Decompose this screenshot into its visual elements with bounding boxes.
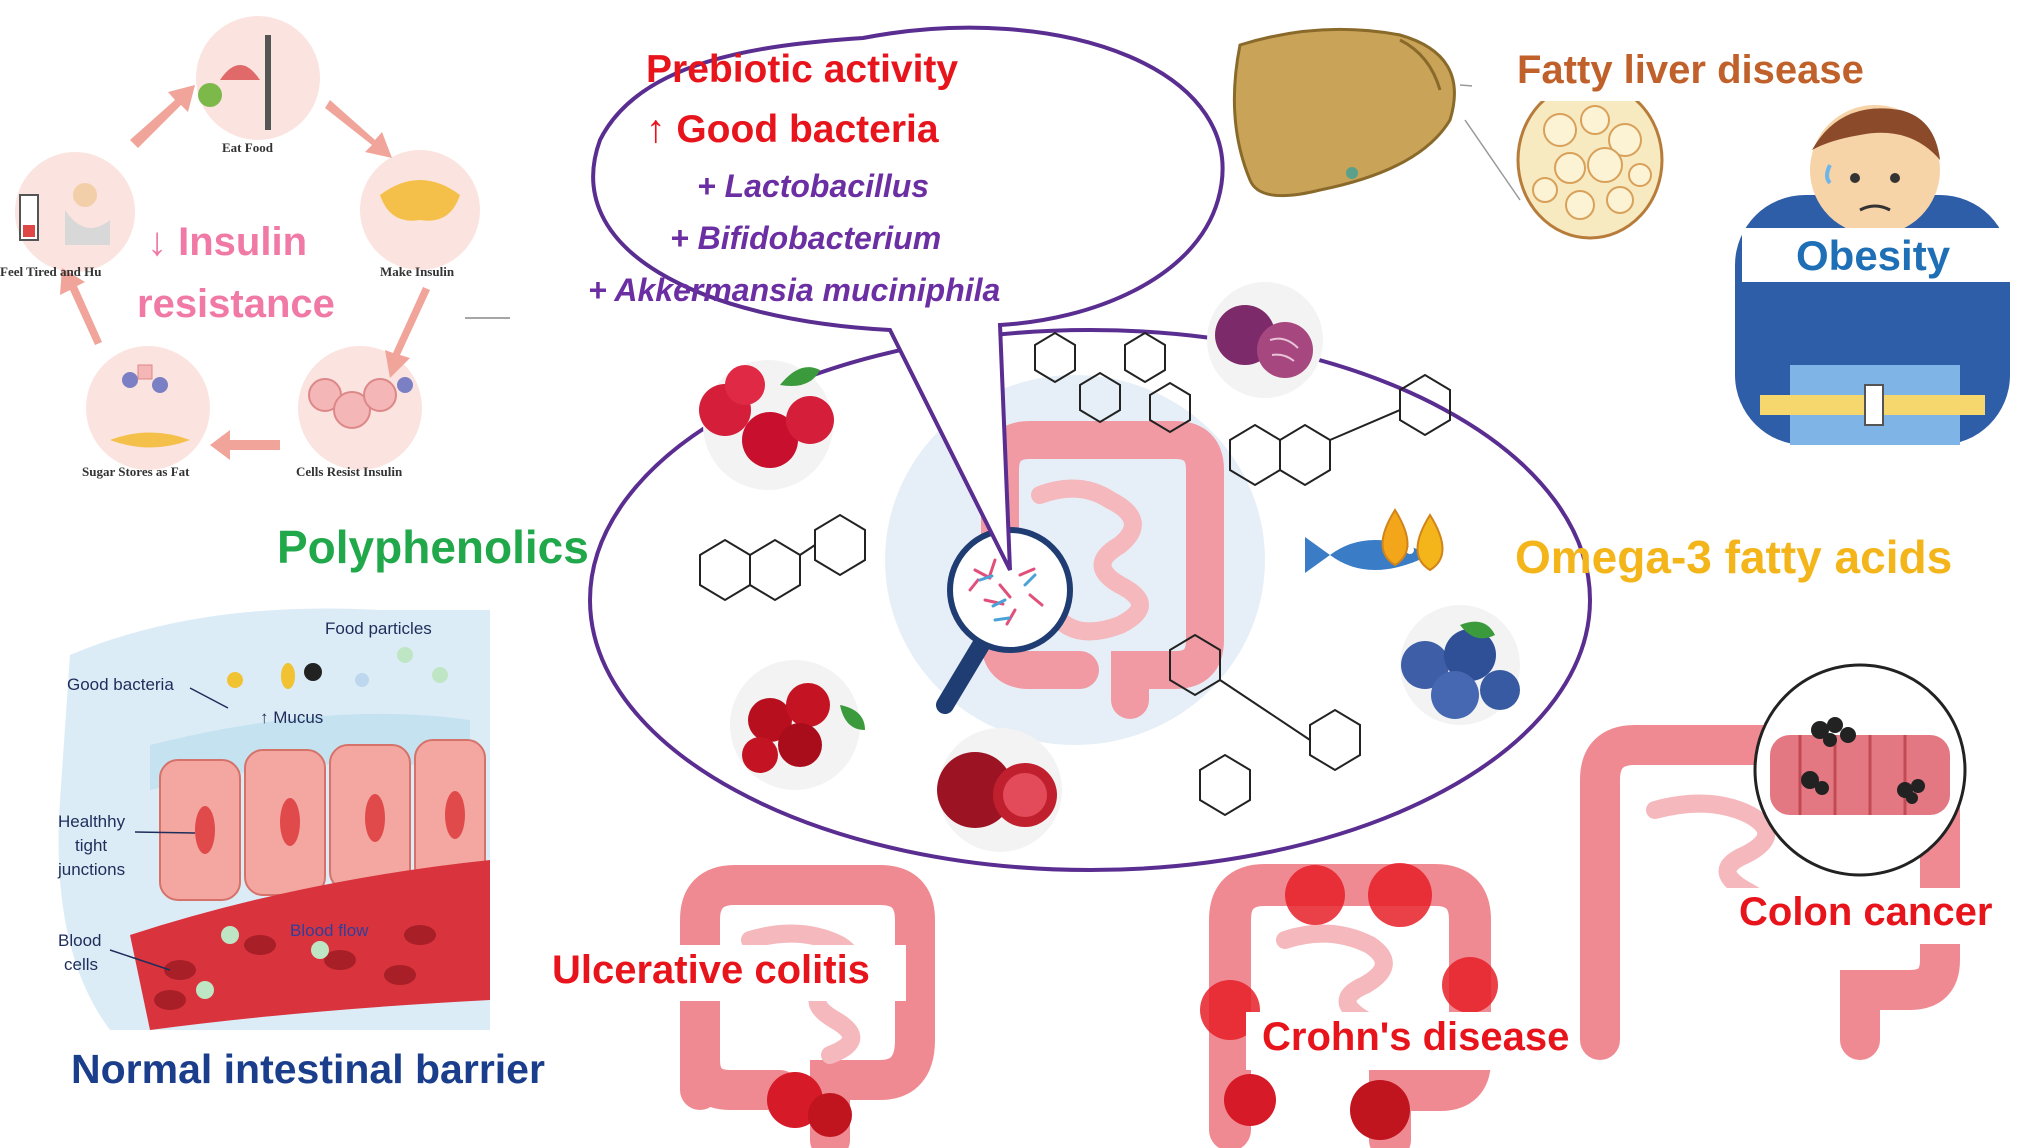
polyphenol-structure-3 [1034,331,1191,434]
cycle-label-sugar-fat: Sugar Stores as Fat [82,464,190,479]
omega3-label: Omega-3 fatty acids [1515,531,1953,583]
cycle-label-make-insulin: Make Insulin [380,264,455,279]
good-bacteria-small-label: Good bacteria [67,675,174,694]
prebiotic-title: Prebiotic activity [646,48,959,91]
red-cabbage-icon [1207,282,1323,398]
up-arrow-icon: ↑ [646,108,666,151]
cranberry-icon [730,660,865,790]
polyphenol-structure-4 [1169,633,1361,817]
mucus-text: Mucus [273,708,324,727]
fatty-liver-illustration [1232,27,1664,240]
polyphenol-structure-1 [699,513,866,602]
mucus-label: ↑ Mucus [260,708,323,728]
cycle-arrow-2 [325,100,392,158]
tight-junctions-label-2: tight [75,836,108,855]
cycle-label-feel-tired: Feel Tired and Hu [0,264,102,279]
insulin-cycle [15,16,510,470]
blood-cells-label-2: cells [64,955,99,974]
good-bacteria-line: ↑ Good bacteria [646,108,939,152]
raspberry-icon [699,360,834,490]
mucus-arrow-icon: ↑ [260,708,269,727]
good-bacteria-label: Good bacteria [676,108,939,151]
cycle-arrow-4 [210,430,280,460]
obesity-label: Obesity [1796,232,1951,279]
cycle-arrow-5 [60,268,102,345]
polyphenol-structure-2 [1229,373,1451,487]
tight-junctions-label-1: Healthhy [58,812,126,831]
blueberry-icon [1400,605,1520,725]
intestinal-barrier-illustration [58,608,491,1030]
food-particles-label: Food particles [325,619,432,638]
colon-cancer-label: Colon cancer [1739,890,1993,934]
bifidobacterium-label: + Bifidobacterium [670,220,942,256]
fish-oil-icon [1305,508,1444,573]
polyphenolics-label: Polyphenolics [277,521,589,573]
akkermansia-label: + Akkermansia muciniphila [588,272,1001,308]
ulcerative-colitis-label: Ulcerative colitis [552,948,870,992]
lactobacillus-label: + Lactobacillus [697,168,930,204]
insulin-line-1: ↓ Insulin [147,220,307,265]
cycle-label-eat-food: Eat Food [222,140,273,155]
insulin-label: Insulin [178,220,308,264]
fatty-liver-label: Fatty liver disease [1517,48,1864,92]
pomegranate-icon [937,728,1062,852]
insulin-line-2: resistance [137,282,335,326]
cycle-arrow-1 [130,85,195,148]
barrier-title: Normal intestinal barrier [71,1046,545,1092]
cycle-label-cells-resist: Cells Resist Insulin [296,464,403,479]
cycle-arrow-3 [385,287,430,378]
blood-cells-label-1: Blood [58,931,102,950]
tight-junctions-label-3: junctions [58,860,126,879]
crohns-label: Crohn's disease [1262,1015,1570,1059]
blood-flow-label: Blood flow [290,921,369,940]
down-arrow-icon: ↓ [147,220,167,264]
